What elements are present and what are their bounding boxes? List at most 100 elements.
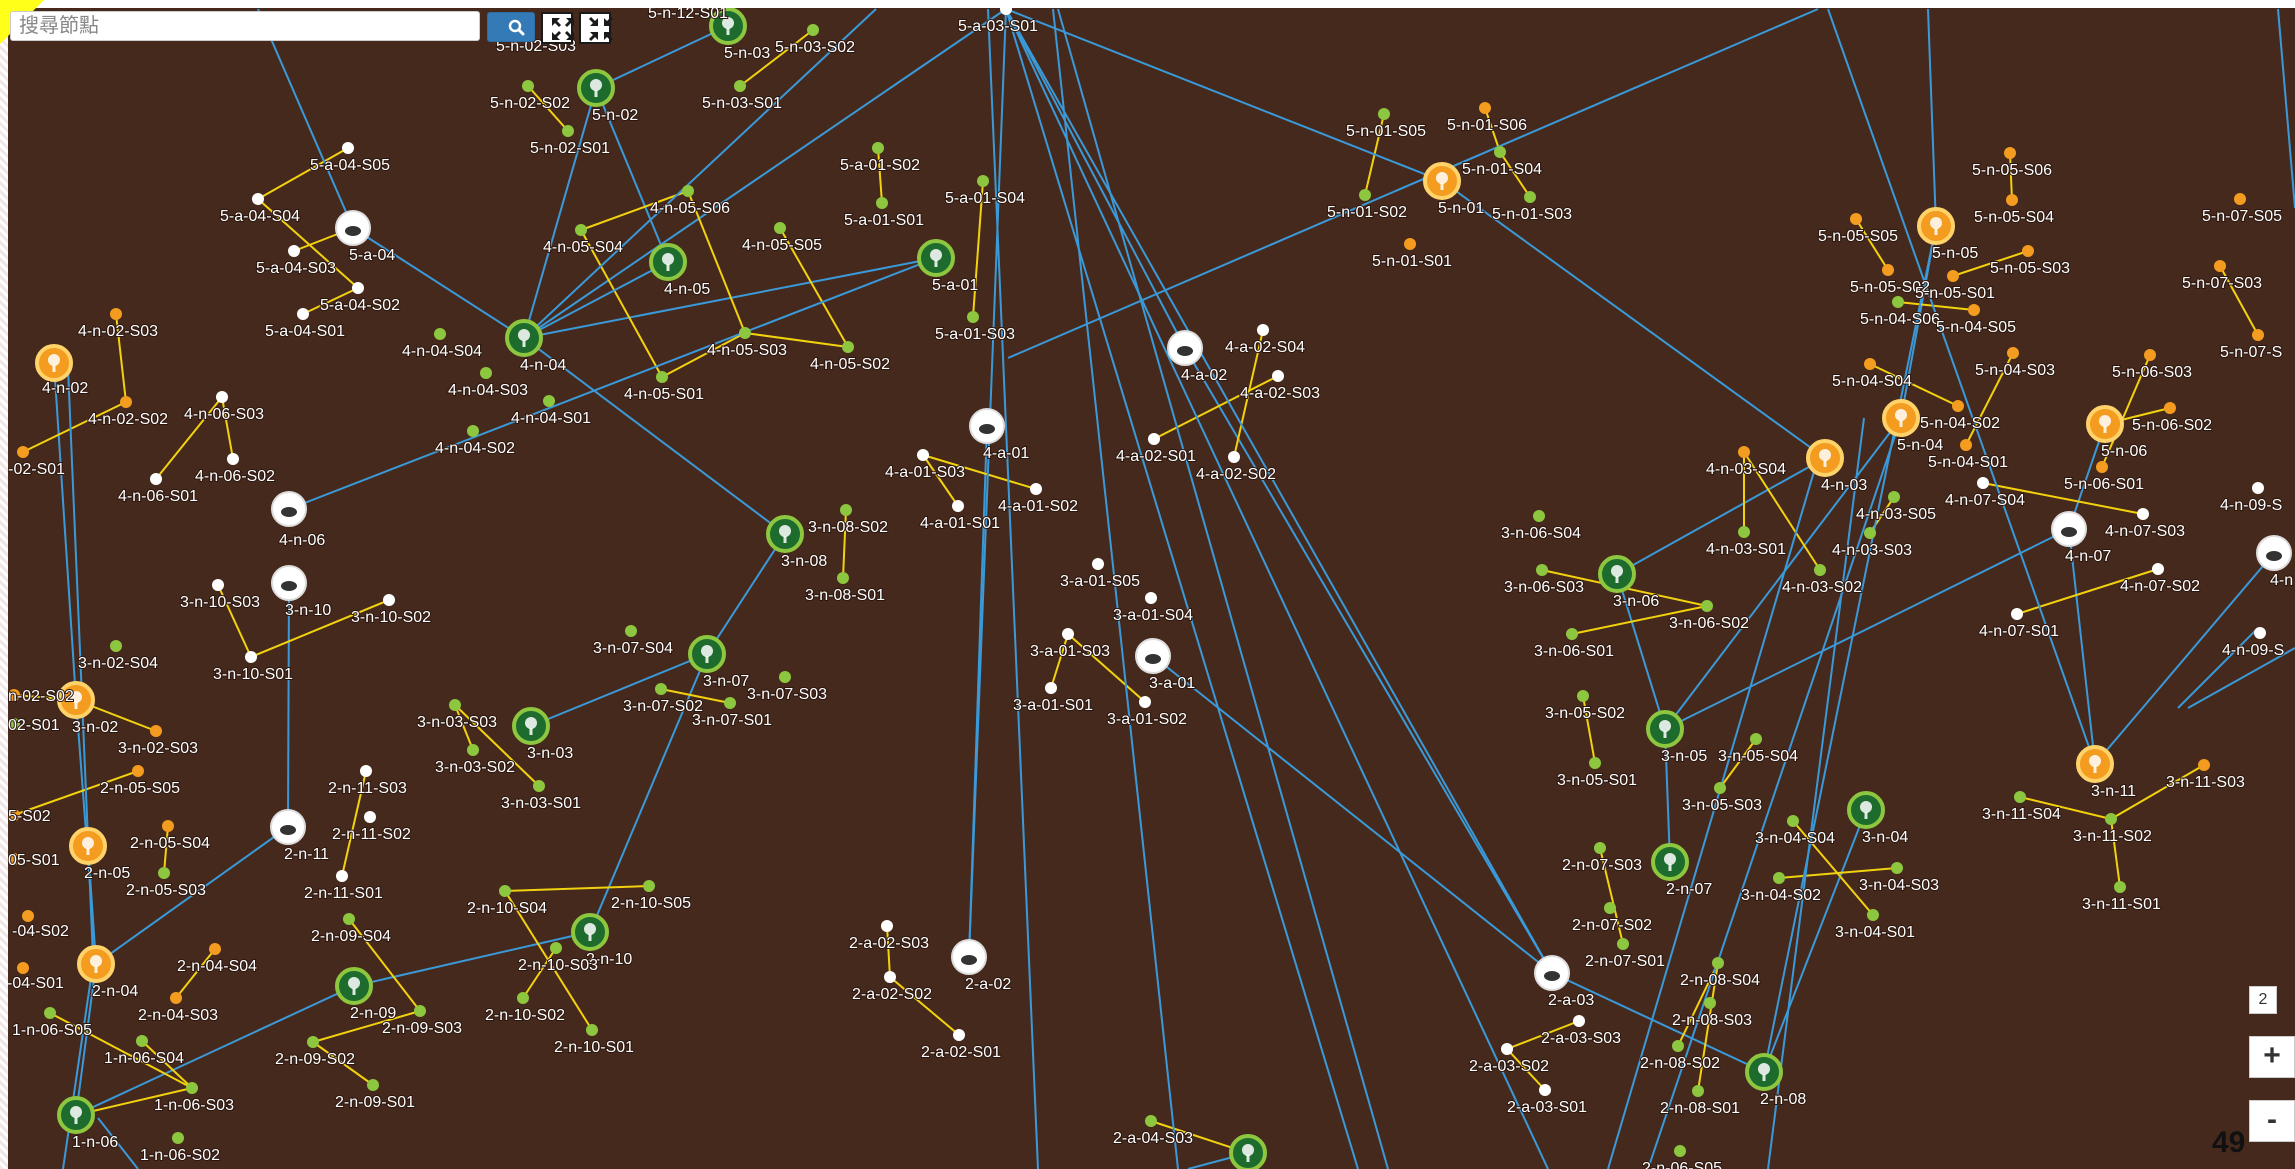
green-node-dot[interactable] bbox=[517, 992, 529, 1004]
orange-node-dot[interactable] bbox=[1882, 264, 1894, 276]
orange-node-dot[interactable] bbox=[1850, 213, 1862, 225]
orange-node-dot[interactable] bbox=[8, 809, 20, 821]
green-node-dot[interactable] bbox=[779, 671, 791, 683]
green-node-dot[interactable] bbox=[1891, 862, 1903, 874]
white-node-dot[interactable] bbox=[1062, 628, 1074, 640]
green-node-dot[interactable] bbox=[1714, 782, 1726, 794]
orange-node-dot[interactable] bbox=[110, 308, 122, 320]
zoom-out-button[interactable]: - bbox=[2249, 1100, 2295, 1142]
white-node-dot[interactable] bbox=[364, 811, 376, 823]
white-node-dot[interactable] bbox=[1030, 483, 1042, 495]
white-node-dot[interactable] bbox=[227, 453, 239, 465]
orange-node-dot[interactable] bbox=[170, 992, 182, 1004]
green-node-dot[interactable] bbox=[110, 640, 122, 652]
green-node-dot[interactable] bbox=[1701, 600, 1713, 612]
green-node-dot[interactable] bbox=[522, 80, 534, 92]
green-node-dot[interactable] bbox=[967, 311, 979, 323]
green-node-dot[interactable] bbox=[977, 175, 989, 187]
orange-tree-icon[interactable] bbox=[35, 344, 73, 382]
green-node-dot[interactable] bbox=[1566, 628, 1578, 640]
white-node-dot[interactable] bbox=[1139, 696, 1151, 708]
green-node-dot[interactable] bbox=[739, 327, 751, 339]
green-node-dot[interactable] bbox=[734, 80, 746, 92]
green-node-dot[interactable] bbox=[1864, 527, 1876, 539]
white-node-dot[interactable] bbox=[1145, 592, 1157, 604]
green-tree-icon[interactable] bbox=[571, 913, 609, 951]
green-node-dot[interactable] bbox=[1594, 842, 1606, 854]
white-node-dot[interactable] bbox=[2011, 608, 2023, 620]
green-node-dot[interactable] bbox=[876, 197, 888, 209]
green-tree-icon[interactable] bbox=[57, 1096, 95, 1134]
orange-node-dot[interactable] bbox=[2022, 245, 2034, 257]
white-node-dot[interactable] bbox=[953, 1029, 965, 1041]
green-tree-icon[interactable] bbox=[1229, 1134, 1267, 1169]
green-tree-icon[interactable] bbox=[577, 69, 615, 107]
zoom-in-button[interactable]: + bbox=[2249, 1036, 2295, 1078]
orange-node-dot[interactable] bbox=[132, 765, 144, 777]
white-node-dot[interactable] bbox=[360, 765, 372, 777]
green-node-dot[interactable] bbox=[467, 425, 479, 437]
orange-node-dot[interactable] bbox=[1738, 446, 1750, 458]
orange-tree-icon[interactable] bbox=[77, 945, 115, 983]
white-node-dot[interactable] bbox=[150, 473, 162, 485]
white-node-dot[interactable] bbox=[2252, 482, 2264, 494]
green-tree-icon[interactable] bbox=[917, 239, 955, 277]
orange-node-dot[interactable] bbox=[209, 943, 221, 955]
green-node-dot[interactable] bbox=[1577, 690, 1589, 702]
green-node-dot[interactable] bbox=[1617, 938, 1629, 950]
white-node-dot[interactable] bbox=[1501, 1043, 1513, 1055]
green-node-dot[interactable] bbox=[533, 780, 545, 792]
green-node-dot[interactable] bbox=[837, 572, 849, 584]
green-tree-icon[interactable] bbox=[512, 707, 550, 745]
orange-tree-icon[interactable] bbox=[1806, 439, 1844, 477]
orange-tree-icon[interactable] bbox=[1423, 162, 1461, 200]
white-node-dot[interactable] bbox=[383, 594, 395, 606]
orange-node-dot[interactable] bbox=[120, 396, 132, 408]
green-node-dot[interactable] bbox=[1524, 191, 1536, 203]
green-tree-icon[interactable] bbox=[1646, 710, 1684, 748]
white-node-dot[interactable] bbox=[252, 193, 264, 205]
white-node-dot[interactable] bbox=[212, 579, 224, 591]
search-button[interactable] bbox=[487, 12, 535, 42]
white-face-icon[interactable] bbox=[270, 809, 306, 845]
green-node-dot[interactable] bbox=[1672, 1040, 1684, 1052]
green-node-dot[interactable] bbox=[499, 885, 511, 897]
white-face-icon[interactable] bbox=[2256, 535, 2292, 571]
orange-node-dot[interactable] bbox=[1479, 102, 1491, 114]
orange-node-dot[interactable] bbox=[1404, 238, 1416, 250]
white-face-icon[interactable] bbox=[2051, 511, 2087, 547]
green-node-dot[interactable] bbox=[840, 504, 852, 516]
green-node-dot[interactable] bbox=[1536, 564, 1548, 576]
orange-node-dot[interactable] bbox=[2004, 147, 2016, 159]
green-node-dot[interactable] bbox=[2114, 881, 2126, 893]
white-node-dot[interactable] bbox=[1573, 1015, 1585, 1027]
green-node-dot[interactable] bbox=[774, 222, 786, 234]
white-node-dot[interactable] bbox=[2137, 508, 2149, 520]
white-node-dot[interactable] bbox=[884, 971, 896, 983]
green-node-dot[interactable] bbox=[343, 913, 355, 925]
green-node-dot[interactable] bbox=[414, 1005, 426, 1017]
green-tree-icon[interactable] bbox=[766, 515, 804, 553]
green-node-dot[interactable] bbox=[480, 367, 492, 379]
green-node-dot[interactable] bbox=[158, 867, 170, 879]
green-tree-icon[interactable] bbox=[505, 319, 543, 357]
green-node-dot[interactable] bbox=[1712, 957, 1724, 969]
green-node-dot[interactable] bbox=[44, 1007, 56, 1019]
green-tree-icon[interactable] bbox=[688, 635, 726, 673]
orange-node-dot[interactable] bbox=[2252, 329, 2264, 341]
white-node-dot[interactable] bbox=[917, 449, 929, 461]
orange-node-dot[interactable] bbox=[22, 910, 34, 922]
orange-node-dot[interactable] bbox=[2007, 347, 2019, 359]
orange-node-dot[interactable] bbox=[2198, 759, 2210, 771]
green-node-dot[interactable] bbox=[449, 699, 461, 711]
orange-node-dot[interactable] bbox=[1960, 439, 1972, 451]
green-tree-icon[interactable] bbox=[1847, 791, 1885, 829]
green-node-dot[interactable] bbox=[656, 371, 668, 383]
green-node-dot[interactable] bbox=[186, 1082, 198, 1094]
orange-node-dot[interactable] bbox=[1968, 304, 1980, 316]
white-node-dot[interactable] bbox=[297, 308, 309, 320]
white-node-dot[interactable] bbox=[1092, 558, 1104, 570]
white-node-dot[interactable] bbox=[352, 282, 364, 294]
orange-node-dot[interactable] bbox=[2164, 402, 2176, 414]
